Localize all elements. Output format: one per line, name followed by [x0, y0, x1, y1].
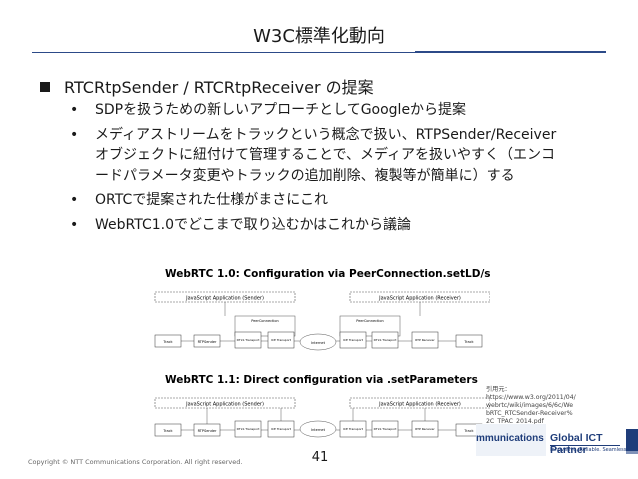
top-internet-label: Internet: [311, 341, 326, 345]
top-boxes-left: Track RTPSender DTLS Transport ICE Trans…: [154, 331, 295, 349]
bottom-app-receiver-label: JavaScript Application (Receiver): [378, 402, 461, 408]
reference-url: https://www.w3.org/2011/04/webrtc/wiki/i…: [486, 394, 576, 425]
top-boxes-right: ICE Transport DTLS Transport RTP Receive…: [339, 331, 483, 349]
bottom-app-sender-label: JavaScript Application (Sender): [185, 402, 264, 408]
box-label: Track: [463, 429, 474, 433]
bullet-text: メディアストリームをトラックという概念で扱い、RTPSender/Receive…: [95, 126, 557, 184]
bottom-internet-label: Internet: [311, 428, 326, 432]
bullet-dot-icon: •: [70, 126, 79, 143]
bullet-text: ORTCで提案された仕様がまさにこれ: [95, 192, 328, 208]
box-label: Track: [463, 340, 474, 344]
box-label: Track: [162, 340, 173, 344]
internet-cloud-icon: [299, 333, 337, 351]
bullet-item: • ORTCで提案された仕様がまさにこれ: [62, 190, 622, 211]
architecture-diagram-svg: WebRTC 1.0: Configuration via PeerConnec…: [154, 268, 520, 438]
logo-background: [476, 424, 546, 456]
copyright-text: Copyright © NTT Communications Corporati…: [28, 458, 243, 466]
top-pc-right-label: PeerConnection: [356, 319, 384, 323]
top-diagram-title: WebRTC 1.0: Configuration via PeerConnec…: [165, 268, 490, 280]
bullet-item: • SDPを扱うための新しいアプローチとしてGoogleから提案: [62, 100, 622, 121]
square-bullet-icon: [40, 82, 50, 92]
bullet-list: • SDPを扱うための新しいアプローチとしてGoogleから提案 • メディアストリ…: [62, 100, 622, 239]
bottom-connectors: [181, 408, 456, 431]
box-label: DTLS Transport: [374, 338, 398, 342]
box-label: RTPSender: [198, 340, 217, 344]
bullet-dot-icon: •: [70, 102, 79, 118]
box-label: RTP Receiver: [415, 338, 435, 342]
partner-tagline: Innovative. Reliable. Seamless.: [550, 447, 628, 453]
bottom-boxes-right: ICE Transport DTLS Transport RTP Receive…: [339, 420, 483, 438]
slide-title: W3C標準化動向: [253, 26, 385, 47]
title-underline: [32, 52, 606, 53]
box-label: DTLS Transport: [237, 338, 261, 342]
box-label: RTPSender: [198, 429, 217, 433]
logo-bar-icon: [626, 429, 638, 451]
bullet-text: SDPを扱うための新しいアプローチとしてGoogleから提案: [95, 102, 467, 118]
box-label: Track: [162, 429, 173, 433]
bottom-app-sender-box: [154, 397, 296, 409]
internet-cloud-icon: [299, 420, 337, 438]
top-pc-right-box: [339, 315, 401, 337]
bottom-diagram-title: WebRTC 1.1: Direct configuration via .se…: [165, 374, 478, 386]
bullet-dot-icon: •: [70, 216, 79, 233]
bullet-item: • メディアストリームをトラックという概念で扱い、RTPSender/Receiv…: [62, 125, 565, 187]
logo-bar-accent-icon: [626, 451, 638, 454]
bullet-dot-icon: •: [70, 192, 79, 208]
bullet-item: • WebRTC1.0でどこまで取り込むかはこれから議論: [62, 215, 622, 236]
box-label: DTLS Transport: [237, 427, 261, 431]
reference-note: 引用元： https://www.w3.org/2011/04/webrtc/w…: [486, 386, 576, 426]
page-number: 41: [311, 450, 329, 465]
box-label: ICE Transport: [271, 427, 292, 431]
box-label: DTLS Transport: [374, 427, 398, 431]
heading: RTCRtpSender / RTCRtpReceiver の提案: [40, 74, 374, 98]
title-underline-accent: [415, 51, 606, 53]
partner-title: Global ICT Partner: [550, 432, 603, 456]
company-logo: mmunications Global ICT Partner Innovati…: [476, 424, 638, 468]
box-label: RTP Receiver: [415, 427, 435, 431]
box-label: ICE Transport: [271, 338, 292, 342]
reference-label: 引用元：: [486, 386, 511, 393]
heading-text: RTCRtpSender / RTCRtpReceiver の提案: [64, 78, 374, 97]
logo-company-text: mmunications: [476, 433, 544, 444]
bottom-boxes-left: Track RTPSender DTLS Transport ICE Trans…: [154, 420, 295, 438]
architecture-diagram: WebRTC 1.0: Configuration via PeerConnec…: [150, 266, 520, 456]
top-connectors: [181, 302, 456, 342]
top-app-receiver-label: JavaScript Application (Receiver): [378, 296, 461, 302]
box-label: ICE Transport: [343, 338, 364, 342]
top-pc-left-label: PeerConnection: [251, 319, 279, 323]
top-app-sender-label: JavaScript Application (Sender): [185, 296, 264, 302]
bullet-text: WebRTC1.0でどこまで取り込むかはこれから議論: [95, 216, 412, 233]
box-label: ICE Transport: [343, 427, 364, 431]
top-pc-left-box: [234, 315, 296, 337]
partner-underline: [550, 445, 620, 446]
